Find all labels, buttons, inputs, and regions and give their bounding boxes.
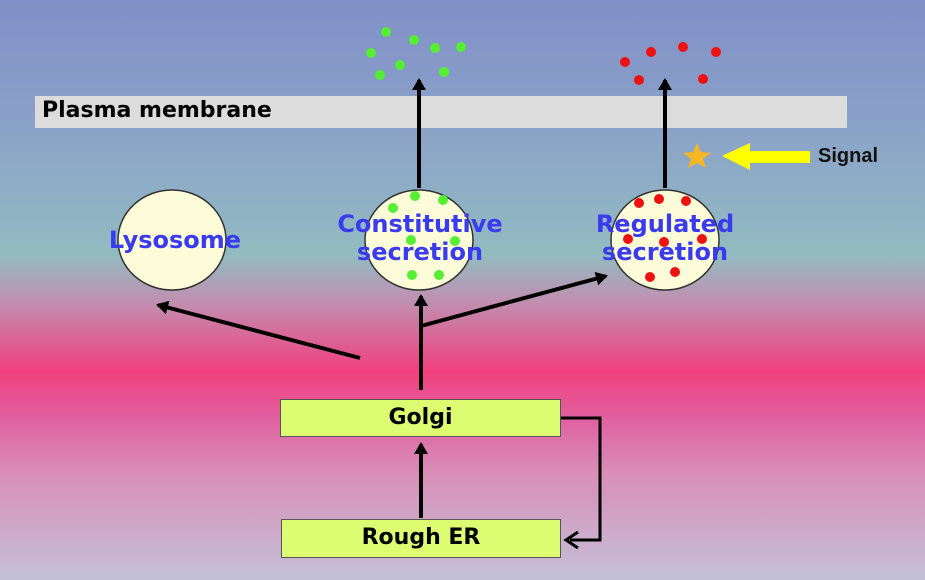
granule xyxy=(375,70,385,80)
granule xyxy=(654,194,664,204)
golgi-to-lysosome-arrow xyxy=(156,300,361,360)
regulated-granules-released xyxy=(620,42,721,85)
regulated-label-line2: secretion xyxy=(601,238,729,266)
granule xyxy=(681,196,691,206)
plasma-membrane-label: Plasma membrane xyxy=(42,98,272,123)
granule xyxy=(698,74,708,84)
regulated-granules-inside xyxy=(623,194,707,282)
granule xyxy=(406,235,416,245)
golgi-to-regulated-arrow xyxy=(420,271,608,328)
granule xyxy=(395,60,405,70)
star-icon xyxy=(683,143,711,168)
rough-er-box: Rough ER xyxy=(281,519,561,558)
granule xyxy=(456,42,466,52)
constitutive-label: Constitutive secretion xyxy=(310,210,530,266)
granule xyxy=(409,35,419,45)
constitutive-granules-inside xyxy=(388,191,460,280)
constitutive-label-line2: secretion xyxy=(356,238,484,266)
granule xyxy=(620,57,630,67)
granule xyxy=(407,270,417,280)
signal-arrow xyxy=(722,143,810,170)
plasma-membrane: Plasma membrane xyxy=(35,96,847,128)
granule xyxy=(711,47,721,57)
granule xyxy=(670,267,680,277)
granule xyxy=(697,234,707,244)
granule xyxy=(659,237,669,247)
granule xyxy=(366,48,376,58)
regulated-label-line1: Regulated xyxy=(595,210,735,238)
granule xyxy=(410,191,420,201)
lysosome-label: Lysosome xyxy=(108,226,242,254)
granule xyxy=(646,47,656,57)
constitutive-granules-released xyxy=(366,27,466,80)
constitutive-vesicle xyxy=(364,189,474,291)
golgi-to-er-retrograde-arrow xyxy=(560,416,602,542)
golgi-box: Golgi xyxy=(280,399,561,437)
granule xyxy=(388,203,398,213)
granule xyxy=(645,272,655,282)
granule xyxy=(439,67,449,77)
granule xyxy=(434,270,444,280)
granule xyxy=(438,195,448,205)
constitutive-label-line1: Constitutive xyxy=(337,210,503,238)
regulated-label: Regulated secretion xyxy=(560,210,770,266)
granule xyxy=(450,236,460,246)
signal-label: Signal xyxy=(818,145,879,167)
granule xyxy=(678,42,688,52)
granule xyxy=(430,43,440,53)
granule xyxy=(634,75,644,85)
granule xyxy=(623,234,633,244)
lysosome-vesicle xyxy=(117,189,227,291)
granule xyxy=(634,198,644,208)
retrograde-arrowhead xyxy=(563,530,579,550)
granule xyxy=(381,27,391,37)
